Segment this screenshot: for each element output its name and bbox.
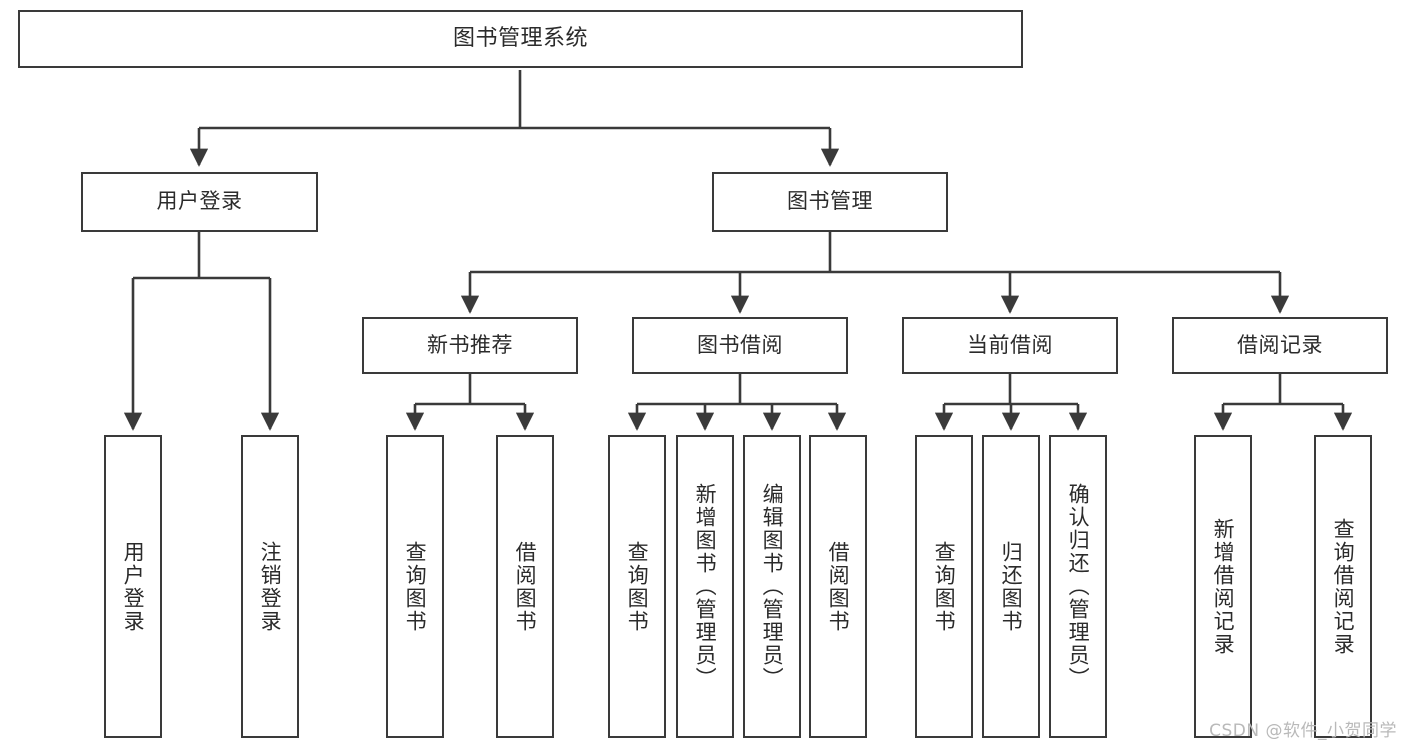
node-label: 借阅记录 [1237, 332, 1323, 357]
leaf-confirm-return-admin[interactable]: 确认归还（管理员） [1049, 435, 1107, 738]
leaf-borrow-book-recommend[interactable]: 借阅图书 [496, 435, 554, 738]
leaf-query-book-borrow[interactable]: 查询图书 [608, 435, 666, 738]
leaf-add-borrow-record[interactable]: 新增借阅记录 [1194, 435, 1252, 738]
node-label: 查询借阅记录 [1331, 517, 1356, 656]
node-label: 新增借阅记录 [1211, 517, 1236, 656]
leaf-query-book-recommend[interactable]: 查询图书 [386, 435, 444, 738]
node-user-login[interactable]: 用户登录 [81, 172, 318, 232]
watermark: CSDN @软件_小贺同学 [1209, 721, 1397, 741]
node-root-library-system[interactable]: 图书管理系统 [18, 10, 1023, 68]
node-label: 新书推荐 [427, 332, 513, 357]
leaf-return-book[interactable]: 归还图书 [982, 435, 1040, 738]
node-label: 注销登录 [258, 540, 283, 633]
node-label: 归还图书 [999, 540, 1024, 633]
leaf-logout[interactable]: 注销登录 [241, 435, 299, 738]
node-label: 查询图书 [932, 540, 957, 633]
node-label: 新增图书（管理员） [693, 483, 718, 690]
leaf-query-book-current[interactable]: 查询图书 [915, 435, 973, 738]
node-label: 图书管理 [787, 189, 873, 214]
node-label: 借阅图书 [826, 540, 851, 633]
node-book-borrow[interactable]: 图书借阅 [632, 317, 848, 374]
node-label: 用户登录 [121, 540, 146, 633]
node-book-management[interactable]: 图书管理 [712, 172, 948, 232]
node-label: 图书管理系统 [452, 25, 588, 51]
node-label: 查询图书 [625, 540, 650, 633]
node-current-borrow[interactable]: 当前借阅 [902, 317, 1118, 374]
node-label: 确认归还（管理员） [1066, 483, 1091, 690]
node-new-book-recommend[interactable]: 新书推荐 [362, 317, 578, 374]
leaf-query-borrow-record[interactable]: 查询借阅记录 [1314, 435, 1372, 738]
node-label: 用户登录 [156, 189, 243, 214]
leaf-user-login[interactable]: 用户登录 [104, 435, 162, 738]
node-label: 借阅图书 [513, 540, 538, 633]
leaf-add-book-admin[interactable]: 新增图书（管理员） [676, 435, 734, 738]
node-label: 当前借阅 [967, 332, 1053, 357]
leaf-borrow-book[interactable]: 借阅图书 [809, 435, 867, 738]
node-label: 图书借阅 [697, 332, 783, 357]
leaf-edit-book-admin[interactable]: 编辑图书（管理员） [743, 435, 801, 738]
node-label: 编辑图书（管理员） [760, 483, 785, 690]
node-label: 查询图书 [403, 540, 428, 633]
node-borrow-record[interactable]: 借阅记录 [1172, 317, 1388, 374]
